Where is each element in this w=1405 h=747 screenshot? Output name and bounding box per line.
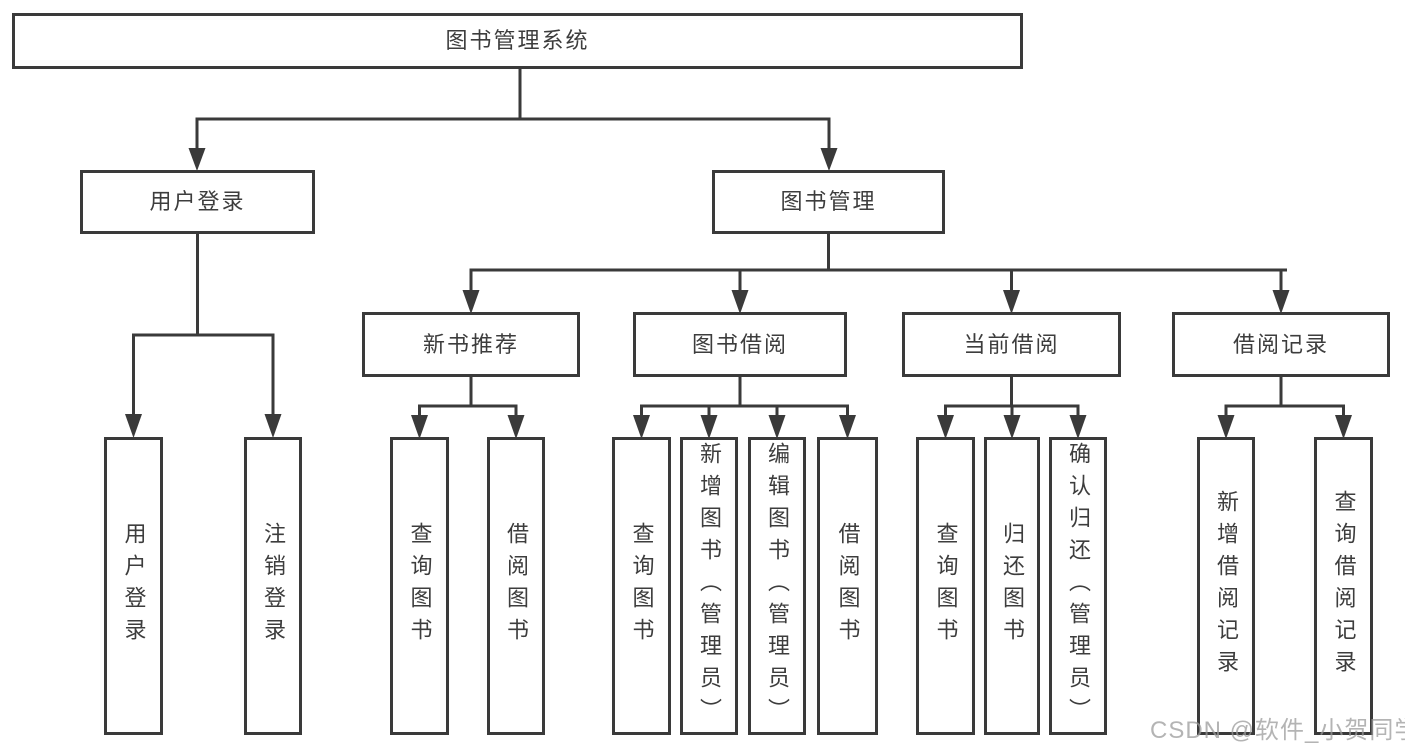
node-book-borrow: 图书借阅 [633,312,847,377]
node-root-label: 图书管理系统 [445,28,590,53]
leaf-return-book-label: 归还图书 [1000,522,1025,650]
leaf-borrow-book-1: 借阅图书 [487,437,545,735]
leaf-user-login: 用户登录 [104,437,163,735]
leaf-edit-book-label: 编辑图书（管理员） [765,442,790,730]
leaf-add-book: 新增图书（管理员） [680,437,738,735]
node-current-borrow: 当前借阅 [902,312,1121,377]
node-new-book-recommend: 新书推荐 [362,312,580,377]
leaf-query-book-3-label: 查询图书 [933,522,959,650]
node-root: 图书管理系统 [12,13,1023,69]
leaf-borrow-book-2-label: 借阅图书 [835,522,861,650]
leaf-query-borrow-record: 查询借阅记录 [1314,437,1373,735]
node-book-management: 图书管理 [712,170,945,234]
node-book-management-label: 图书管理 [780,189,877,214]
leaf-query-book-1: 查询图书 [390,437,449,735]
leaf-query-book-2-label: 查询图书 [629,522,655,650]
node-borrow-record: 借阅记录 [1172,312,1390,377]
node-user-login-label: 用户登录 [149,189,246,214]
leaf-add-book-label: 新增图书（管理员） [697,442,722,730]
leaf-query-book-1-label: 查询图书 [407,522,433,650]
leaf-borrow-book-1-label: 借阅图书 [504,522,529,650]
leaf-confirm-return: 确认归还（管理员） [1049,437,1107,735]
node-borrow-record-label: 借阅记录 [1232,331,1329,357]
leaf-borrow-book-2: 借阅图书 [817,437,878,735]
leaf-query-book-2: 查询图书 [612,437,671,735]
node-user-login: 用户登录 [80,170,315,234]
leaf-edit-book: 编辑图书（管理员） [748,437,806,735]
arrowheads [125,148,1352,439]
leaf-logout-label: 注销登录 [261,522,286,650]
leaf-add-borrow-record-label: 新增借阅记录 [1214,490,1239,682]
node-book-borrow-label: 图书借阅 [691,331,788,357]
watermark: CSDN @软件_小贺同学 [1150,717,1405,744]
leaf-logout: 注销登录 [244,437,302,735]
leaf-confirm-return-label: 确认归还（管理员） [1066,442,1091,730]
leaf-query-book-3: 查询图书 [916,437,975,735]
leaf-return-book: 归还图书 [984,437,1040,735]
node-new-book-recommend-label: 新书推荐 [422,331,519,357]
leaf-query-borrow-record-label: 查询借阅记录 [1331,490,1357,682]
node-current-borrow-label: 当前借阅 [963,331,1060,357]
leaf-user-login-label: 用户登录 [121,522,147,650]
leaf-add-borrow-record: 新增借阅记录 [1197,437,1255,735]
